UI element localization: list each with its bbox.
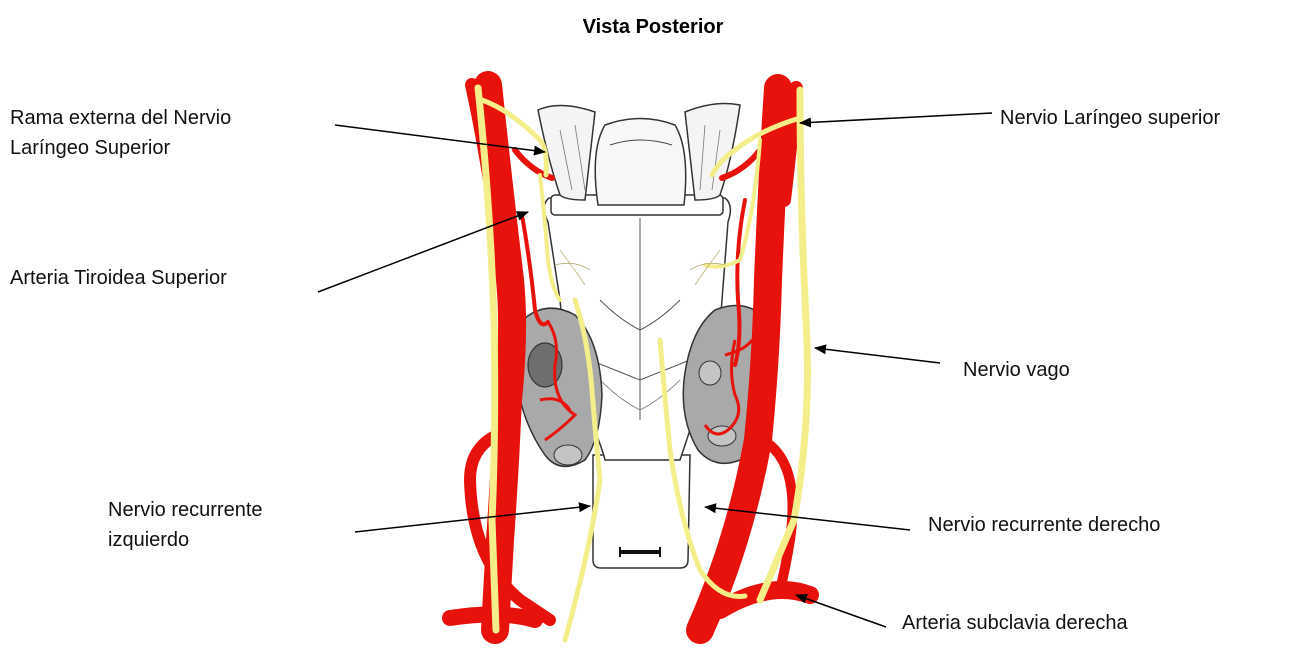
arrow-rama-externa bbox=[335, 125, 545, 152]
larynx-cartilage bbox=[538, 104, 740, 205]
arrow-nervio-vago bbox=[815, 348, 940, 363]
arrow-nervio-laringeo-superior bbox=[800, 113, 992, 123]
arrow-arteria-subclavia-der bbox=[796, 595, 886, 627]
